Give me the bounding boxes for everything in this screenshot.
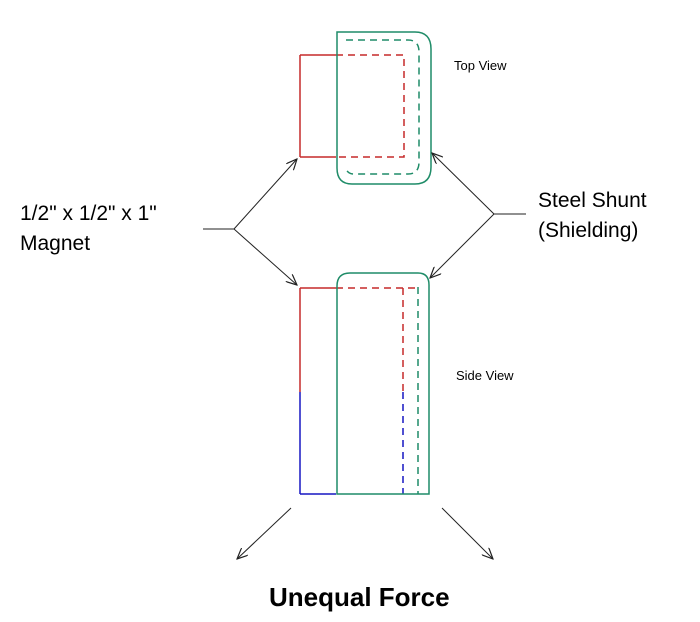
side-view-label: Side View xyxy=(456,368,514,383)
magnet-label-line1: 1/2" x 1/2" x 1" xyxy=(20,202,157,225)
shunt-top-outer xyxy=(336,31,432,185)
shunt-callout-arrow-bottom xyxy=(430,213,495,278)
magnet-callout xyxy=(203,159,297,285)
magnet-label-line2: Magnet xyxy=(20,232,91,255)
side-view-drawing xyxy=(299,272,430,495)
left-force-arrow xyxy=(237,507,292,559)
magnet-callout-arrow-top xyxy=(233,159,297,230)
shunt-callout-arrow-top xyxy=(432,153,495,215)
magnet-top-hidden-portion xyxy=(336,54,405,158)
steel-shunt-label-line1: Steel Shunt xyxy=(538,189,647,212)
steel-shunt-label-line2: (Shielding) xyxy=(538,219,639,242)
top-view-label: Top View xyxy=(454,58,507,73)
top-view-drawing xyxy=(299,31,432,185)
shunt-callout xyxy=(430,153,526,278)
caption-unequal-force: Unequal Force xyxy=(269,582,450,612)
shunt-side-outer xyxy=(336,272,430,495)
shunt-top-inner-hidden xyxy=(345,39,420,175)
right-force-arrow xyxy=(441,507,493,559)
magnet-callout-arrow-bottom xyxy=(233,228,297,285)
